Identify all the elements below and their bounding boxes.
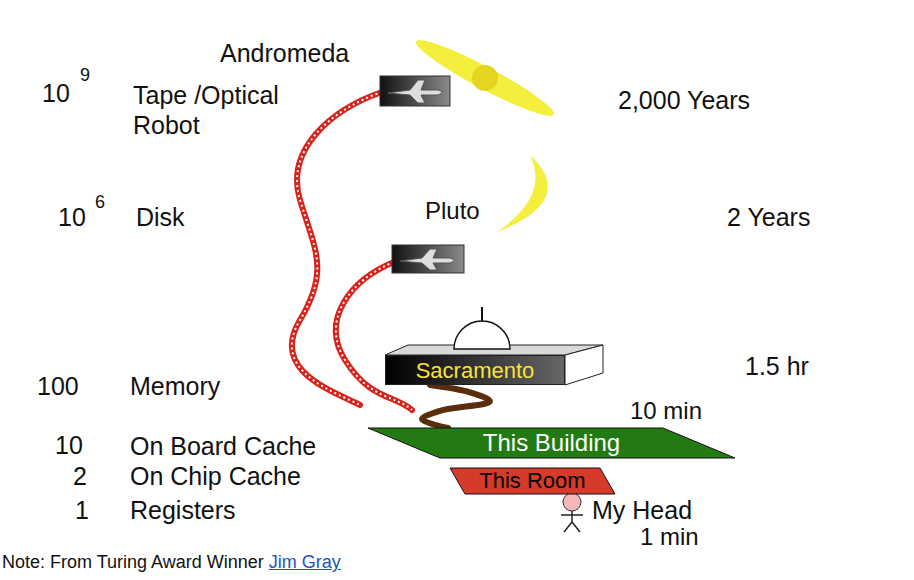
scale-number: 10 — [55, 432, 83, 460]
scale-number: 2 — [73, 463, 87, 491]
city-box: Sacramento — [385, 355, 565, 385]
airplane-shape — [388, 80, 442, 103]
storage-level: Registers — [130, 497, 236, 525]
scale-number: 10 — [58, 204, 86, 232]
airplane-icon — [380, 76, 450, 106]
storage-level: Tape /Optical Robot — [133, 80, 318, 140]
travel-line — [336, 262, 412, 410]
time-label: 1 min — [640, 524, 699, 550]
node-label: This Room — [450, 468, 615, 494]
scale-number: 10 — [42, 80, 70, 108]
airplane-frame — [392, 245, 464, 273]
band-fill — [450, 468, 615, 494]
node-label: This Building — [368, 428, 735, 458]
person-head — [563, 493, 581, 511]
storage-level: Memory — [130, 373, 220, 401]
pluto-crescent — [497, 155, 548, 232]
time-label: 1.5 hr — [745, 353, 809, 381]
box-side-face — [565, 345, 603, 385]
storage-level: Disk — [136, 204, 185, 232]
person-figure — [561, 493, 583, 532]
scale-exponent: 6 — [95, 193, 105, 213]
scale-number: 1 — [75, 497, 89, 525]
node-label-run: This Building — [483, 428, 620, 458]
capitol-spire — [481, 307, 483, 321]
place-name: Pluto — [425, 198, 480, 224]
airplane-shape — [400, 249, 454, 270]
airplane-frame — [380, 76, 450, 106]
time-label: 2 Years — [727, 204, 810, 232]
travel-line-beads — [292, 92, 382, 405]
time-label: 2,000 Years — [618, 87, 750, 115]
node-label: Sacramento — [386, 356, 564, 386]
place-name: My Head — [592, 497, 692, 525]
node-label-run: This Room — [479, 468, 585, 494]
airplane-icon — [392, 245, 464, 273]
room-band: This Room — [450, 468, 615, 494]
travel-line — [292, 92, 382, 405]
capitol-dome — [454, 321, 510, 349]
building-band: This Building — [368, 428, 735, 458]
squiggle-connector — [422, 385, 490, 428]
node-label-run: Sacramento — [416, 356, 535, 386]
source-note: Note: From Turing Award Winner — [2, 553, 264, 573]
source-link: Jim Gray — [269, 553, 341, 573]
galaxy-core — [467, 60, 502, 95]
travel-line-beads — [336, 262, 412, 410]
storage-level: On Board Cache — [130, 433, 316, 461]
band-fill — [368, 428, 735, 458]
person-body — [561, 511, 583, 532]
scale-exponent: 9 — [80, 66, 90, 86]
place-name: Andromeda — [220, 40, 349, 68]
scale-number: 100 — [37, 373, 79, 401]
time-label: 10 min — [630, 398, 702, 424]
storage-level: On Chip Cache — [130, 463, 301, 491]
